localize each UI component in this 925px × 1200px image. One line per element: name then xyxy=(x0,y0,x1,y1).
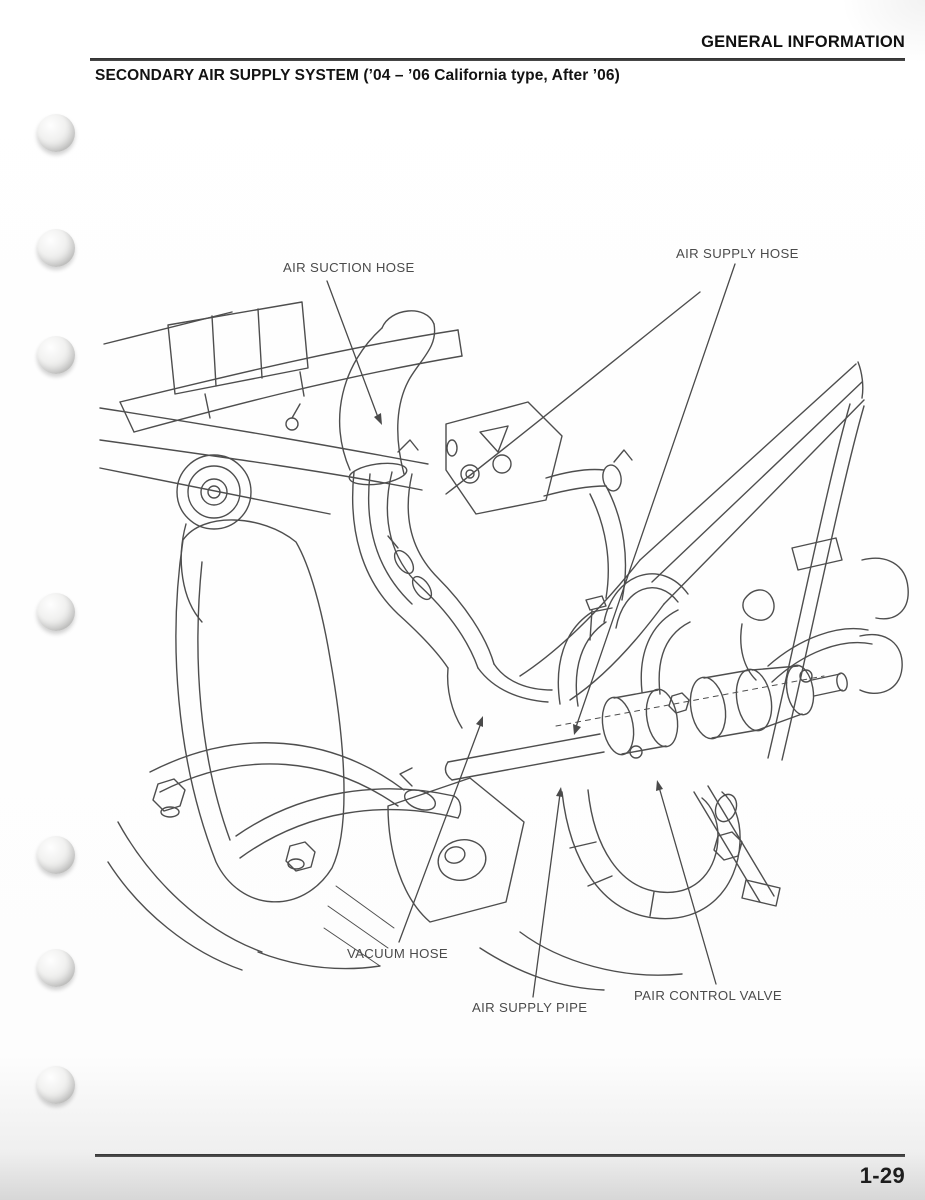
arrowhead-air-supply-pipe xyxy=(556,787,563,797)
leader-air-supply-pipe xyxy=(532,793,561,998)
fuel-tank xyxy=(175,519,345,903)
binder-hole xyxy=(37,114,75,152)
leader-air-supply-hose xyxy=(575,263,736,728)
footer-rule xyxy=(95,1154,905,1157)
binder-hole xyxy=(37,1066,75,1104)
binder-hole xyxy=(37,949,75,987)
air-suction-hose-drawing xyxy=(338,310,436,486)
arrowhead-air-supply-hose xyxy=(573,724,581,735)
engine-lower xyxy=(107,742,525,971)
label-air-suction-hose: AIR SUCTION HOSE xyxy=(283,260,415,275)
leader-pair-control-valve xyxy=(658,786,717,985)
leader-air-suction-hose xyxy=(326,280,380,421)
section-header: GENERAL INFORMATION xyxy=(701,33,905,51)
arrowhead-air-suction-hose xyxy=(374,413,382,425)
label-pair-control-valve: PAIR CONTROL VALVE xyxy=(634,988,782,1003)
label-vacuum-hose: VACUUM HOSE xyxy=(347,946,449,961)
swingarm-strut xyxy=(693,785,781,907)
luggage-rack xyxy=(103,301,463,433)
pair-valve-assembly xyxy=(444,573,873,781)
binder-hole xyxy=(37,593,75,631)
leader-vacuum-hose xyxy=(398,722,482,943)
arrowhead-vacuum-hose xyxy=(476,716,483,727)
binder-hole xyxy=(37,836,75,874)
binder-hole xyxy=(37,229,75,267)
exhaust-u-hose xyxy=(479,789,741,991)
arrowhead-pair-control-valve xyxy=(656,780,663,791)
right-frame-spars xyxy=(519,361,909,761)
page-title: SECONDARY AIR SUPPLY SYSTEM (’04 – ’06 C… xyxy=(95,67,620,84)
headstock-bracket xyxy=(445,401,633,515)
leader-lines xyxy=(326,263,736,998)
label-air-supply-pipe: AIR SUPPLY PIPE xyxy=(472,1000,588,1015)
binder-hole xyxy=(37,336,75,374)
label-air-supply-hose: AIR SUPPLY HOSE xyxy=(676,246,799,261)
hose-bundle xyxy=(351,471,627,729)
header-rule xyxy=(90,58,905,61)
page-number: 1-29 xyxy=(859,1163,905,1188)
shock-absorber xyxy=(176,454,252,623)
